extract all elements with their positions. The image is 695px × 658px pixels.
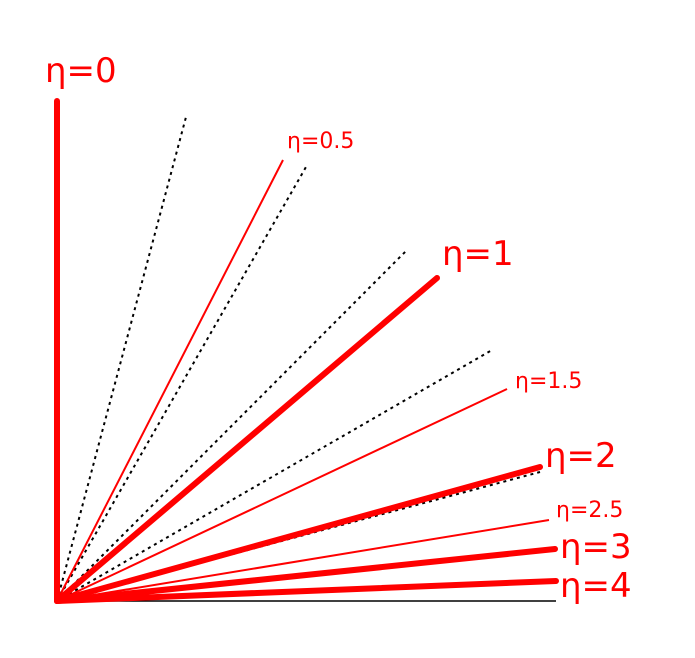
label-eta-0-5: η=0.5 [287,129,354,154]
label-eta-3: η=3 [560,527,632,567]
label-eta-4: η=4 [560,566,632,606]
guide-line-dotted-3 [56,250,407,602]
ray-eta-3 [54,546,558,604]
ray-eta-0-5 [56,159,284,602]
ray-eta-2-5 [56,519,550,602]
label-eta-2: η=2 [545,436,617,476]
label-eta-2-5: η=2.5 [556,498,623,523]
ray-eta-2 [54,464,543,604]
eta-labels: η=0 η=0.5 η=1 η=1.5 η=2 η=2.5 η=3 η=4 [45,51,632,606]
label-eta-0: η=0 [45,51,117,91]
ray-eta-1-5 [56,388,508,602]
label-eta-1: η=1 [442,234,514,274]
eta-rays [54,98,559,604]
ray-eta-4 [54,578,559,604]
label-eta-1-5: η=1.5 [515,369,582,394]
guide-lines [56,116,556,602]
ray-eta-1 [54,275,440,604]
